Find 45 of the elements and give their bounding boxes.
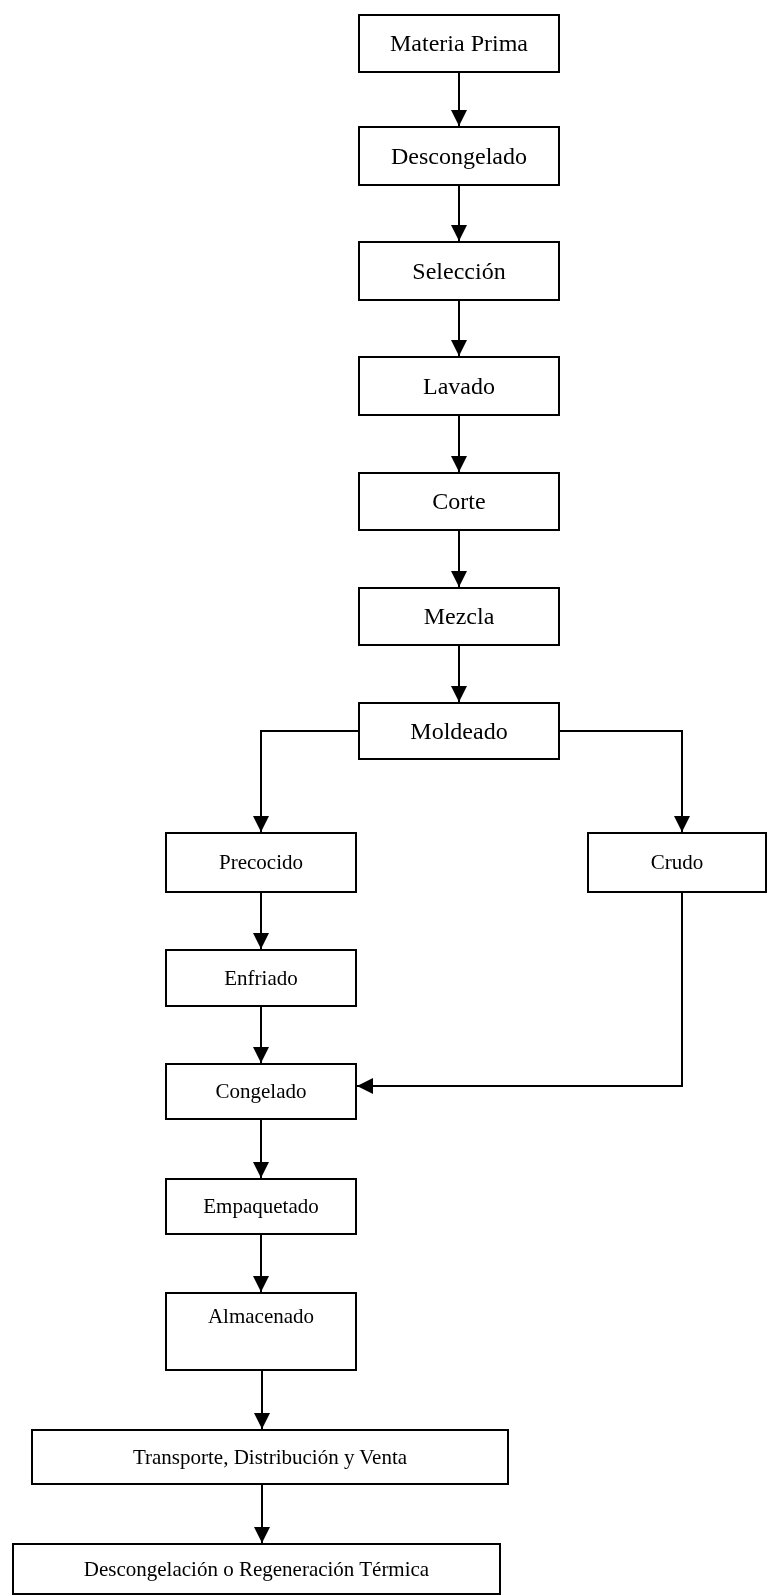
step-label: Mezcla — [423, 603, 495, 630]
arrow — [559, 730, 690, 833]
step-label: Empaquetado — [203, 1194, 319, 1219]
step-label: Corte — [432, 488, 486, 515]
step-label: Precocido — [219, 850, 303, 875]
arrow — [253, 1006, 269, 1064]
step-label: Selección — [412, 257, 506, 285]
process-box — [358, 472, 560, 531]
step-label: Descongelación o Regeneración Térmica — [83, 1556, 430, 1582]
process-box — [358, 702, 560, 760]
arrow — [451, 415, 467, 473]
arrow — [253, 1234, 269, 1293]
step-label: Descongelado — [391, 142, 527, 170]
arrow — [451, 185, 467, 242]
arrow — [253, 1119, 269, 1179]
process-box — [31, 1429, 509, 1485]
process-box — [587, 832, 767, 893]
process-box — [358, 126, 560, 186]
process-box — [358, 356, 560, 416]
process-box — [358, 241, 560, 301]
process-box — [165, 1178, 357, 1235]
process-box — [165, 832, 357, 893]
process-box — [165, 949, 357, 1007]
arrow — [451, 72, 467, 127]
step-label: Enfriado — [224, 965, 298, 991]
step-label: Lavado — [423, 372, 495, 400]
step-label: Transporte, Distribución y Venta — [132, 1444, 408, 1470]
step-label: Crudo — [650, 850, 704, 875]
arrow — [253, 892, 269, 950]
process-box — [12, 1543, 501, 1595]
arrow — [253, 730, 359, 833]
arrow — [451, 530, 467, 588]
process-box — [165, 1063, 357, 1120]
arrow — [356, 892, 683, 1094]
process-box — [358, 14, 560, 73]
arrow — [254, 1370, 270, 1430]
arrow — [451, 645, 467, 703]
process-box — [358, 587, 560, 646]
arrow — [254, 1484, 270, 1544]
step-label: Moldeado — [410, 717, 508, 745]
step-label: Congelado — [215, 1079, 307, 1104]
arrow — [451, 300, 467, 357]
step-label: Almacenado — [207, 1304, 315, 1329]
process-box — [165, 1292, 357, 1371]
step-label: Materia Prima — [390, 30, 528, 57]
